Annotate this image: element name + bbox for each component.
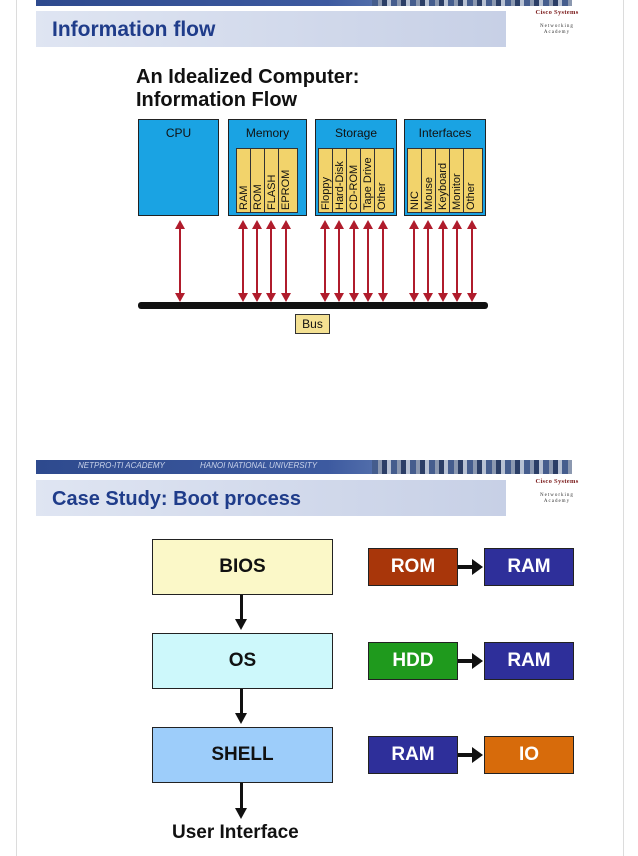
memory-label: Memory — [245, 126, 290, 140]
rom-to-ram-arrow — [458, 559, 483, 575]
ram-box-3: RAM — [368, 736, 458, 774]
slide2-title: Case Study: Boot process — [52, 488, 301, 510]
system-bus — [138, 302, 488, 309]
cisco-logo-2: Cisco Systems Networking Academy — [528, 478, 586, 505]
tape-drive-bus-arrow — [363, 220, 373, 302]
chip-interfaces-other: Other — [465, 182, 477, 210]
slide2-photo-strip — [372, 460, 572, 474]
ram-box-2: RAM — [484, 642, 574, 680]
interfaces-chips: NIC Mouse Keyboard Monitor Other — [407, 148, 483, 213]
chip-ram: RAM — [237, 149, 251, 212]
cpu-bus-arrow — [175, 220, 185, 302]
cd-rom-bus-arrow — [349, 220, 359, 302]
interfaces-label: Interfaces — [418, 126, 472, 140]
chip-eprom: EPROM — [280, 169, 292, 210]
chip-mouse: Mouse — [422, 149, 436, 212]
ram-box-1: RAM — [484, 548, 574, 586]
slide1-title-bar: Information flow — [36, 11, 506, 47]
chip-hard-disk: Hard-Disk — [333, 149, 347, 212]
hard-disk-bus-arrow — [334, 220, 344, 302]
slide1-title: Information flow — [52, 18, 216, 41]
chip-tape-drive: Tape Drive — [361, 149, 375, 212]
chip-rom: ROM — [251, 149, 265, 212]
chip-cd-rom: CD-ROM — [347, 149, 361, 212]
rom-bus-arrow — [252, 220, 262, 302]
banner-university: HANOI NATIONAL UNIVERSITY — [200, 461, 318, 470]
eprom-bus-arrow — [281, 220, 291, 302]
flash-bus-arrow — [266, 220, 276, 302]
slide1-photo-strip — [372, 0, 572, 6]
os-box: OS — [152, 633, 333, 689]
ram-bus-arrow — [238, 220, 248, 302]
interfaces-other-bus-arrow — [467, 220, 477, 302]
shell-box: SHELL — [152, 727, 333, 783]
storage-other-bus-arrow — [378, 220, 388, 302]
hdd-to-ram-arrow — [458, 653, 483, 669]
logo-academy: Networking Academy — [540, 24, 574, 35]
bios-to-os-arrow — [235, 595, 247, 630]
ram-to-io-arrow — [458, 747, 483, 763]
heading-line-2: Information Flow — [136, 89, 298, 111]
slide1-banner — [36, 0, 566, 6]
monitor-bus-arrow — [452, 220, 462, 302]
logo-company-2: Cisco Systems — [535, 478, 579, 485]
banner-academy: NETPRO-ITI ACADEMY — [78, 461, 165, 470]
logo-company: Cisco Systems — [535, 9, 579, 16]
user-interface-label: User Interface — [172, 822, 299, 843]
hdd-box: HDD — [368, 642, 458, 680]
storage-label: Storage — [334, 126, 378, 140]
storage-chips: Floppy Hard-Disk CD-ROM Tape Drive Other — [318, 148, 394, 213]
rom-box: ROM — [368, 548, 458, 586]
chip-storage-other: Other — [376, 182, 388, 210]
chip-monitor: Monitor — [450, 149, 464, 212]
chip-keyboard: Keyboard — [436, 149, 450, 212]
mouse-bus-arrow — [423, 220, 433, 302]
nic-bus-arrow — [409, 220, 419, 302]
cisco-logo: Cisco Systems Networking Academy — [528, 9, 586, 36]
os-to-shell-arrow — [235, 689, 247, 724]
cpu-box: CPU — [138, 119, 219, 216]
logo-academy-2: Networking Academy — [540, 493, 574, 504]
diagram-heading: An Idealized Computer: Information Flow — [136, 66, 359, 112]
bus-label: Bus — [295, 314, 330, 334]
slide2-title-bar: Case Study: Boot process — [36, 480, 506, 516]
shell-to-ui-arrow — [235, 783, 247, 819]
io-box: IO — [484, 736, 574, 774]
chip-nic: NIC — [408, 149, 422, 212]
chip-flash: FLASH — [265, 149, 279, 212]
keyboard-bus-arrow — [438, 220, 448, 302]
cpu-label: CPU — [165, 126, 192, 140]
memory-chips: RAM ROM FLASH EPROM — [236, 148, 298, 213]
heading-line-1: An Idealized Computer: — [136, 66, 360, 88]
floppy-bus-arrow — [320, 220, 330, 302]
chip-floppy: Floppy — [319, 149, 333, 212]
bios-box: BIOS — [152, 539, 333, 595]
